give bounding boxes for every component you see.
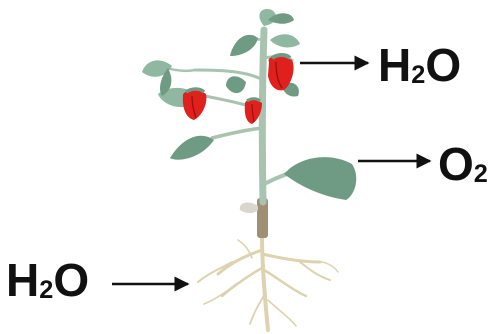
label-middle-subscript: 2 <box>474 160 488 188</box>
label-top-main: H <box>378 39 411 91</box>
roots <box>198 236 338 330</box>
water-out-label: H2O <box>378 42 461 88</box>
label-bottom-tail: O <box>53 254 89 306</box>
water-in-label: H2O <box>6 257 89 303</box>
leaf-lower-left <box>170 136 214 160</box>
label-top-tail: O <box>425 39 461 91</box>
cotyledon <box>240 203 258 213</box>
label-bottom-main: H <box>6 254 39 306</box>
leaf-upper-right <box>270 34 300 47</box>
pepper-left <box>183 89 207 120</box>
oxygen-out-label: O2 <box>438 141 488 187</box>
leaf-mid-center <box>226 76 246 93</box>
leaf-upper-left <box>230 35 258 56</box>
label-top-subscript: 2 <box>411 61 425 89</box>
label-middle-main: O <box>438 138 474 190</box>
leaf-lower-right <box>284 157 356 200</box>
label-bottom-subscript: 2 <box>39 276 53 304</box>
